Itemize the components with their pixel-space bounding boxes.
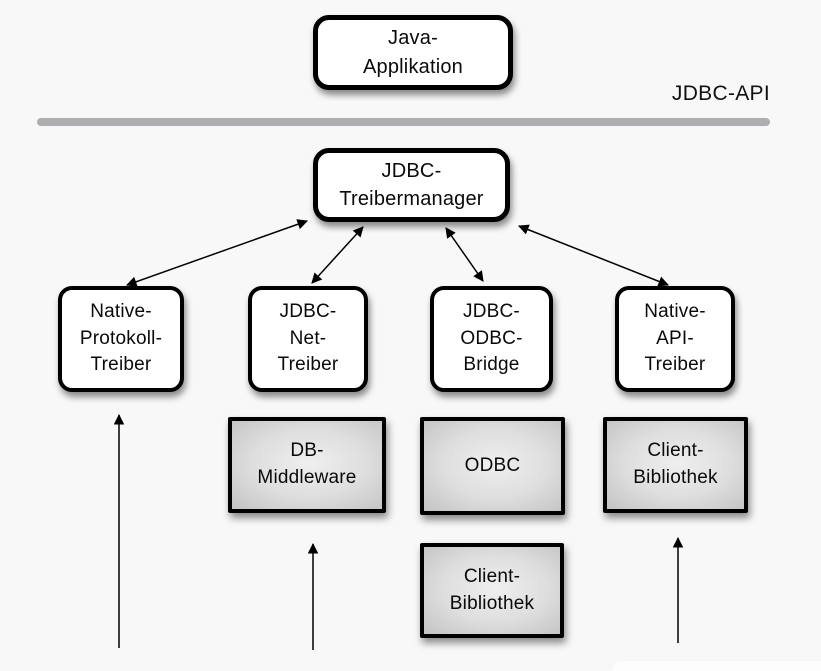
arrow-manager-native-protokoll — [126, 219, 308, 287]
jdbc-api-divider-line — [37, 118, 770, 126]
node-jdbc-net-treiber-label: JDBC- Net- Treiber — [277, 300, 339, 376]
jdbc-api-label: JDBC-API — [671, 82, 770, 105]
node-native-api-treiber: Native- API- Treiber — [615, 286, 735, 392]
node-jdbc-odbc-bridge-label: JDBC- ODBC- Bridge — [460, 300, 523, 376]
node-db-middleware-label: DB- Middleware — [257, 440, 357, 488]
node-client-bibliothek-odbc-label: Client- Bibliothek — [449, 565, 535, 614]
node-odbc-label: ODBC — [464, 454, 521, 476]
node-client-bibliothek-native-label: Client- Bibliothek — [633, 440, 718, 488]
node-native-protokoll-treiber: Native- Protokoll- Treiber — [58, 286, 184, 392]
arrow-manager-native-api — [518, 224, 669, 287]
arrow-manager-jdbc-net — [311, 226, 364, 284]
node-jdbc-treibermanager: JDBC- Treibermanager — [313, 148, 510, 222]
node-java-applikation: Java- Applikation — [313, 15, 513, 90]
node-client-bibliothek-odbc: Client- Bibliothek — [420, 543, 564, 638]
node-java-applikation-label: Java- Applikation — [362, 27, 464, 78]
partially-visible-bottom-box — [612, 661, 821, 671]
node-db-middleware: DB- Middleware — [228, 417, 386, 513]
node-jdbc-treibermanager-label: JDBC- Treibermanager — [339, 159, 484, 210]
node-native-api-treiber-label: Native- API- Treiber — [644, 300, 706, 376]
node-jdbc-net-treiber: JDBC- Net- Treiber — [248, 286, 368, 392]
arrow-manager-jdbc-odbc — [445, 227, 484, 282]
node-client-bibliothek-native: Client- Bibliothek — [603, 417, 748, 513]
node-jdbc-odbc-bridge: JDBC- ODBC- Bridge — [430, 286, 553, 392]
node-odbc: ODBC — [420, 417, 565, 515]
node-native-protokoll-treiber-label: Native- Protokoll- Treiber — [79, 300, 163, 376]
